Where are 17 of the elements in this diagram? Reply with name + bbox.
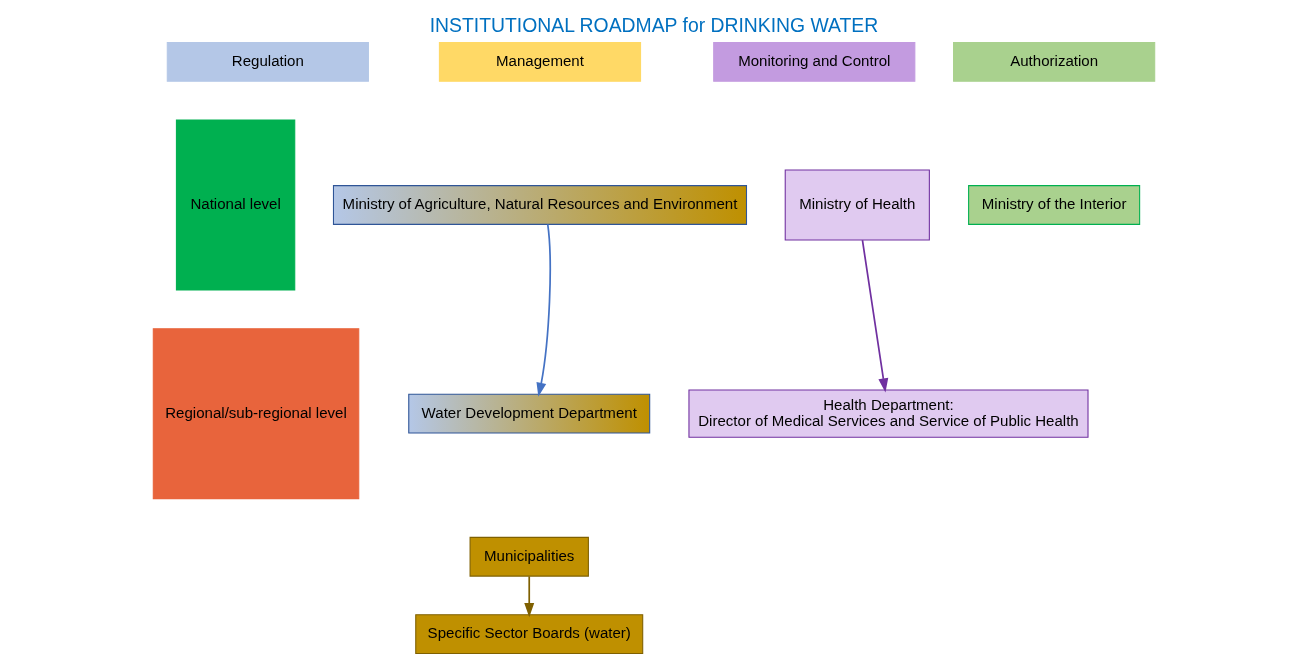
node-box: Water Development Department [408,393,651,434]
node-box: Management [438,42,642,82]
node-box: Monitoring and Control [713,42,916,82]
node-box: Ministry of Agriculture, Natural Resources and Environment [332,185,748,225]
arrow [524,575,535,618]
node-box: Authorization [953,42,1156,82]
arrow [861,239,889,393]
arrow [536,223,552,397]
node-box: Specific Sector Boards (water) [415,614,644,655]
node-box: National level [175,119,296,291]
node-box: Health Department: Director of Medical Services and Service of Public Health [688,389,1089,438]
node-box: Regional/sub-regional level [152,328,360,500]
diagram-title: INSTITUTIONAL ROADMAP for DRINKING WATER [429,14,879,37]
node-box: Ministry of the Interior [968,185,1141,225]
node-box: Municipalities [469,536,589,577]
node-box: Regulation [166,42,369,82]
node-box: Ministry of Health [784,169,930,241]
